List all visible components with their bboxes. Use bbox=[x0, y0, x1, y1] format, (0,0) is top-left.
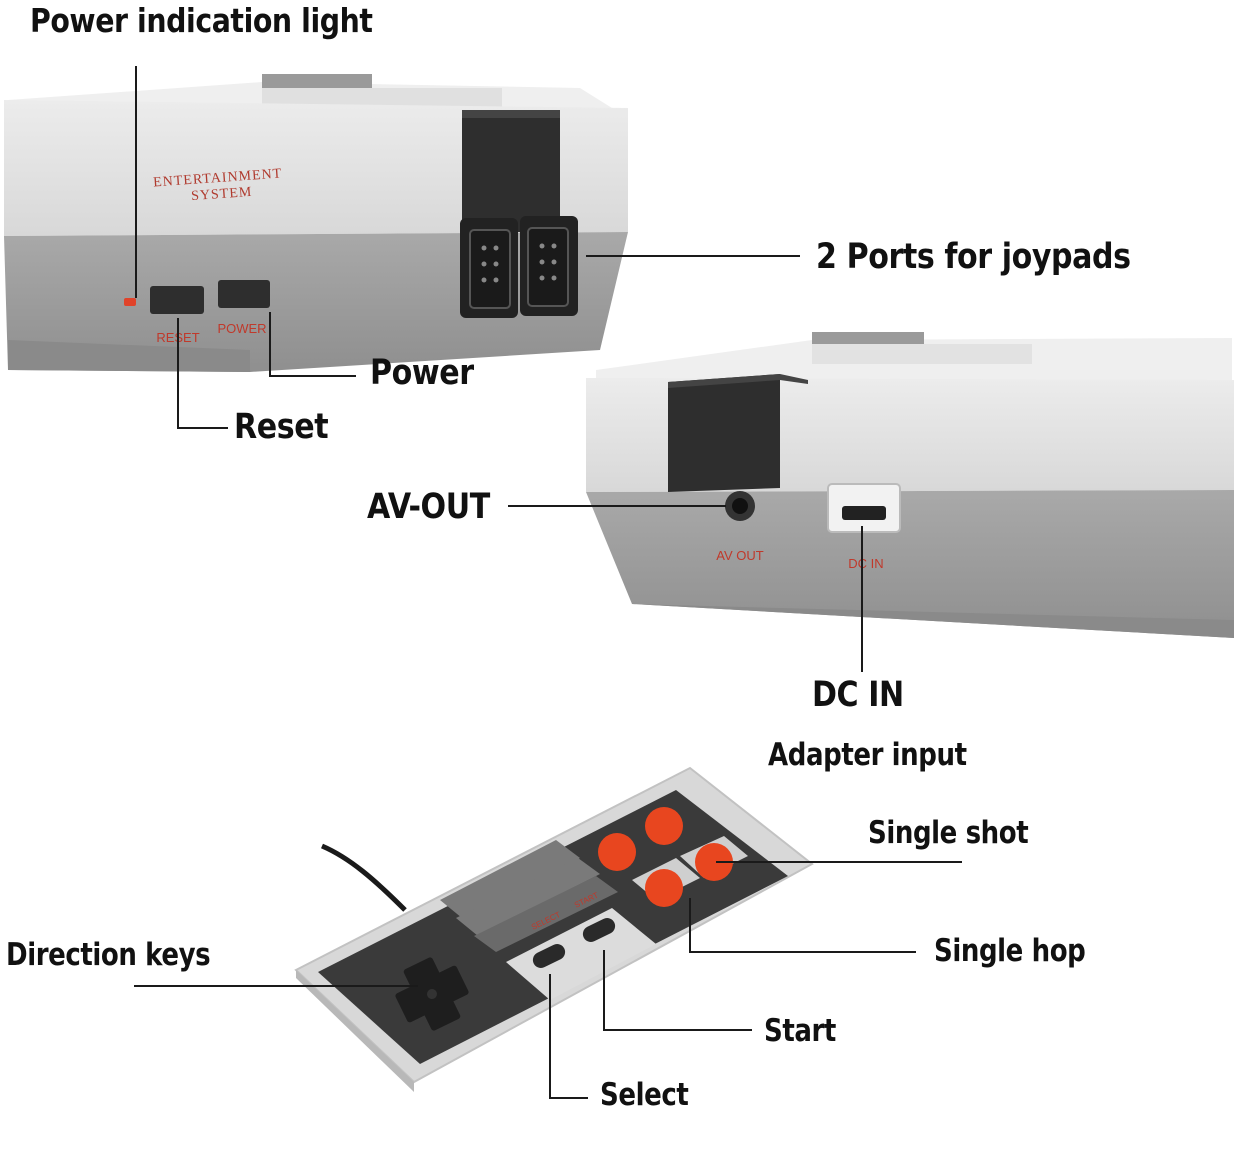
rear-black-band bbox=[668, 374, 780, 492]
joypad-port-left bbox=[460, 218, 518, 318]
power-label: POWER bbox=[217, 321, 266, 336]
joypad-port-right bbox=[520, 216, 578, 316]
av-out-jack bbox=[725, 491, 755, 521]
callout-direction-keys: Direction keys bbox=[6, 937, 211, 973]
power-led bbox=[124, 298, 136, 306]
callout-select: Select bbox=[600, 1077, 689, 1113]
av-out-port-label: AV OUT bbox=[716, 548, 763, 563]
console-front-view: ENTERTAINMENT SYSTEM RESET POWER bbox=[4, 74, 628, 372]
controller-cable bbox=[321, 843, 407, 912]
callout-single-hop: Single hop bbox=[934, 933, 1086, 969]
a-button bbox=[695, 843, 733, 881]
dc-in-port bbox=[827, 483, 901, 533]
callout-power: Power bbox=[370, 353, 474, 393]
controller-ports-band bbox=[462, 110, 560, 232]
faceplate-stripe bbox=[440, 840, 580, 918]
power-button bbox=[218, 280, 270, 308]
reset-button bbox=[150, 286, 204, 314]
console-rear-view: AV OUT DC IN bbox=[586, 332, 1234, 638]
callout-joypad-ports: 2 Ports for joypads bbox=[816, 237, 1131, 277]
turbo-button-left bbox=[598, 833, 636, 871]
callout-av-out: AV-OUT bbox=[367, 487, 490, 527]
direction-pad bbox=[395, 957, 469, 1031]
game-controller: SELECT START bbox=[294, 766, 814, 1092]
leader-lines bbox=[134, 66, 962, 1099]
brand-line-2: SYSTEM bbox=[191, 185, 253, 204]
dc-in-port-label: DC IN bbox=[848, 556, 883, 571]
turbo-button-right bbox=[645, 807, 683, 845]
callout-dc-in: DC IN bbox=[812, 675, 904, 715]
callout-single-shot: Single shot bbox=[868, 815, 1029, 851]
faceplate-stripe bbox=[474, 876, 618, 952]
faceplate-stripe bbox=[456, 858, 600, 936]
b-button bbox=[645, 869, 683, 907]
callout-power-indication-light: Power indication light bbox=[30, 1, 373, 40]
callout-reset: Reset bbox=[234, 407, 329, 447]
select-button bbox=[532, 944, 566, 968]
select-start-panel bbox=[506, 908, 656, 1000]
callout-adapter-input: Adapter input bbox=[768, 737, 967, 773]
start-button bbox=[582, 918, 616, 942]
callout-start: Start bbox=[764, 1013, 836, 1049]
